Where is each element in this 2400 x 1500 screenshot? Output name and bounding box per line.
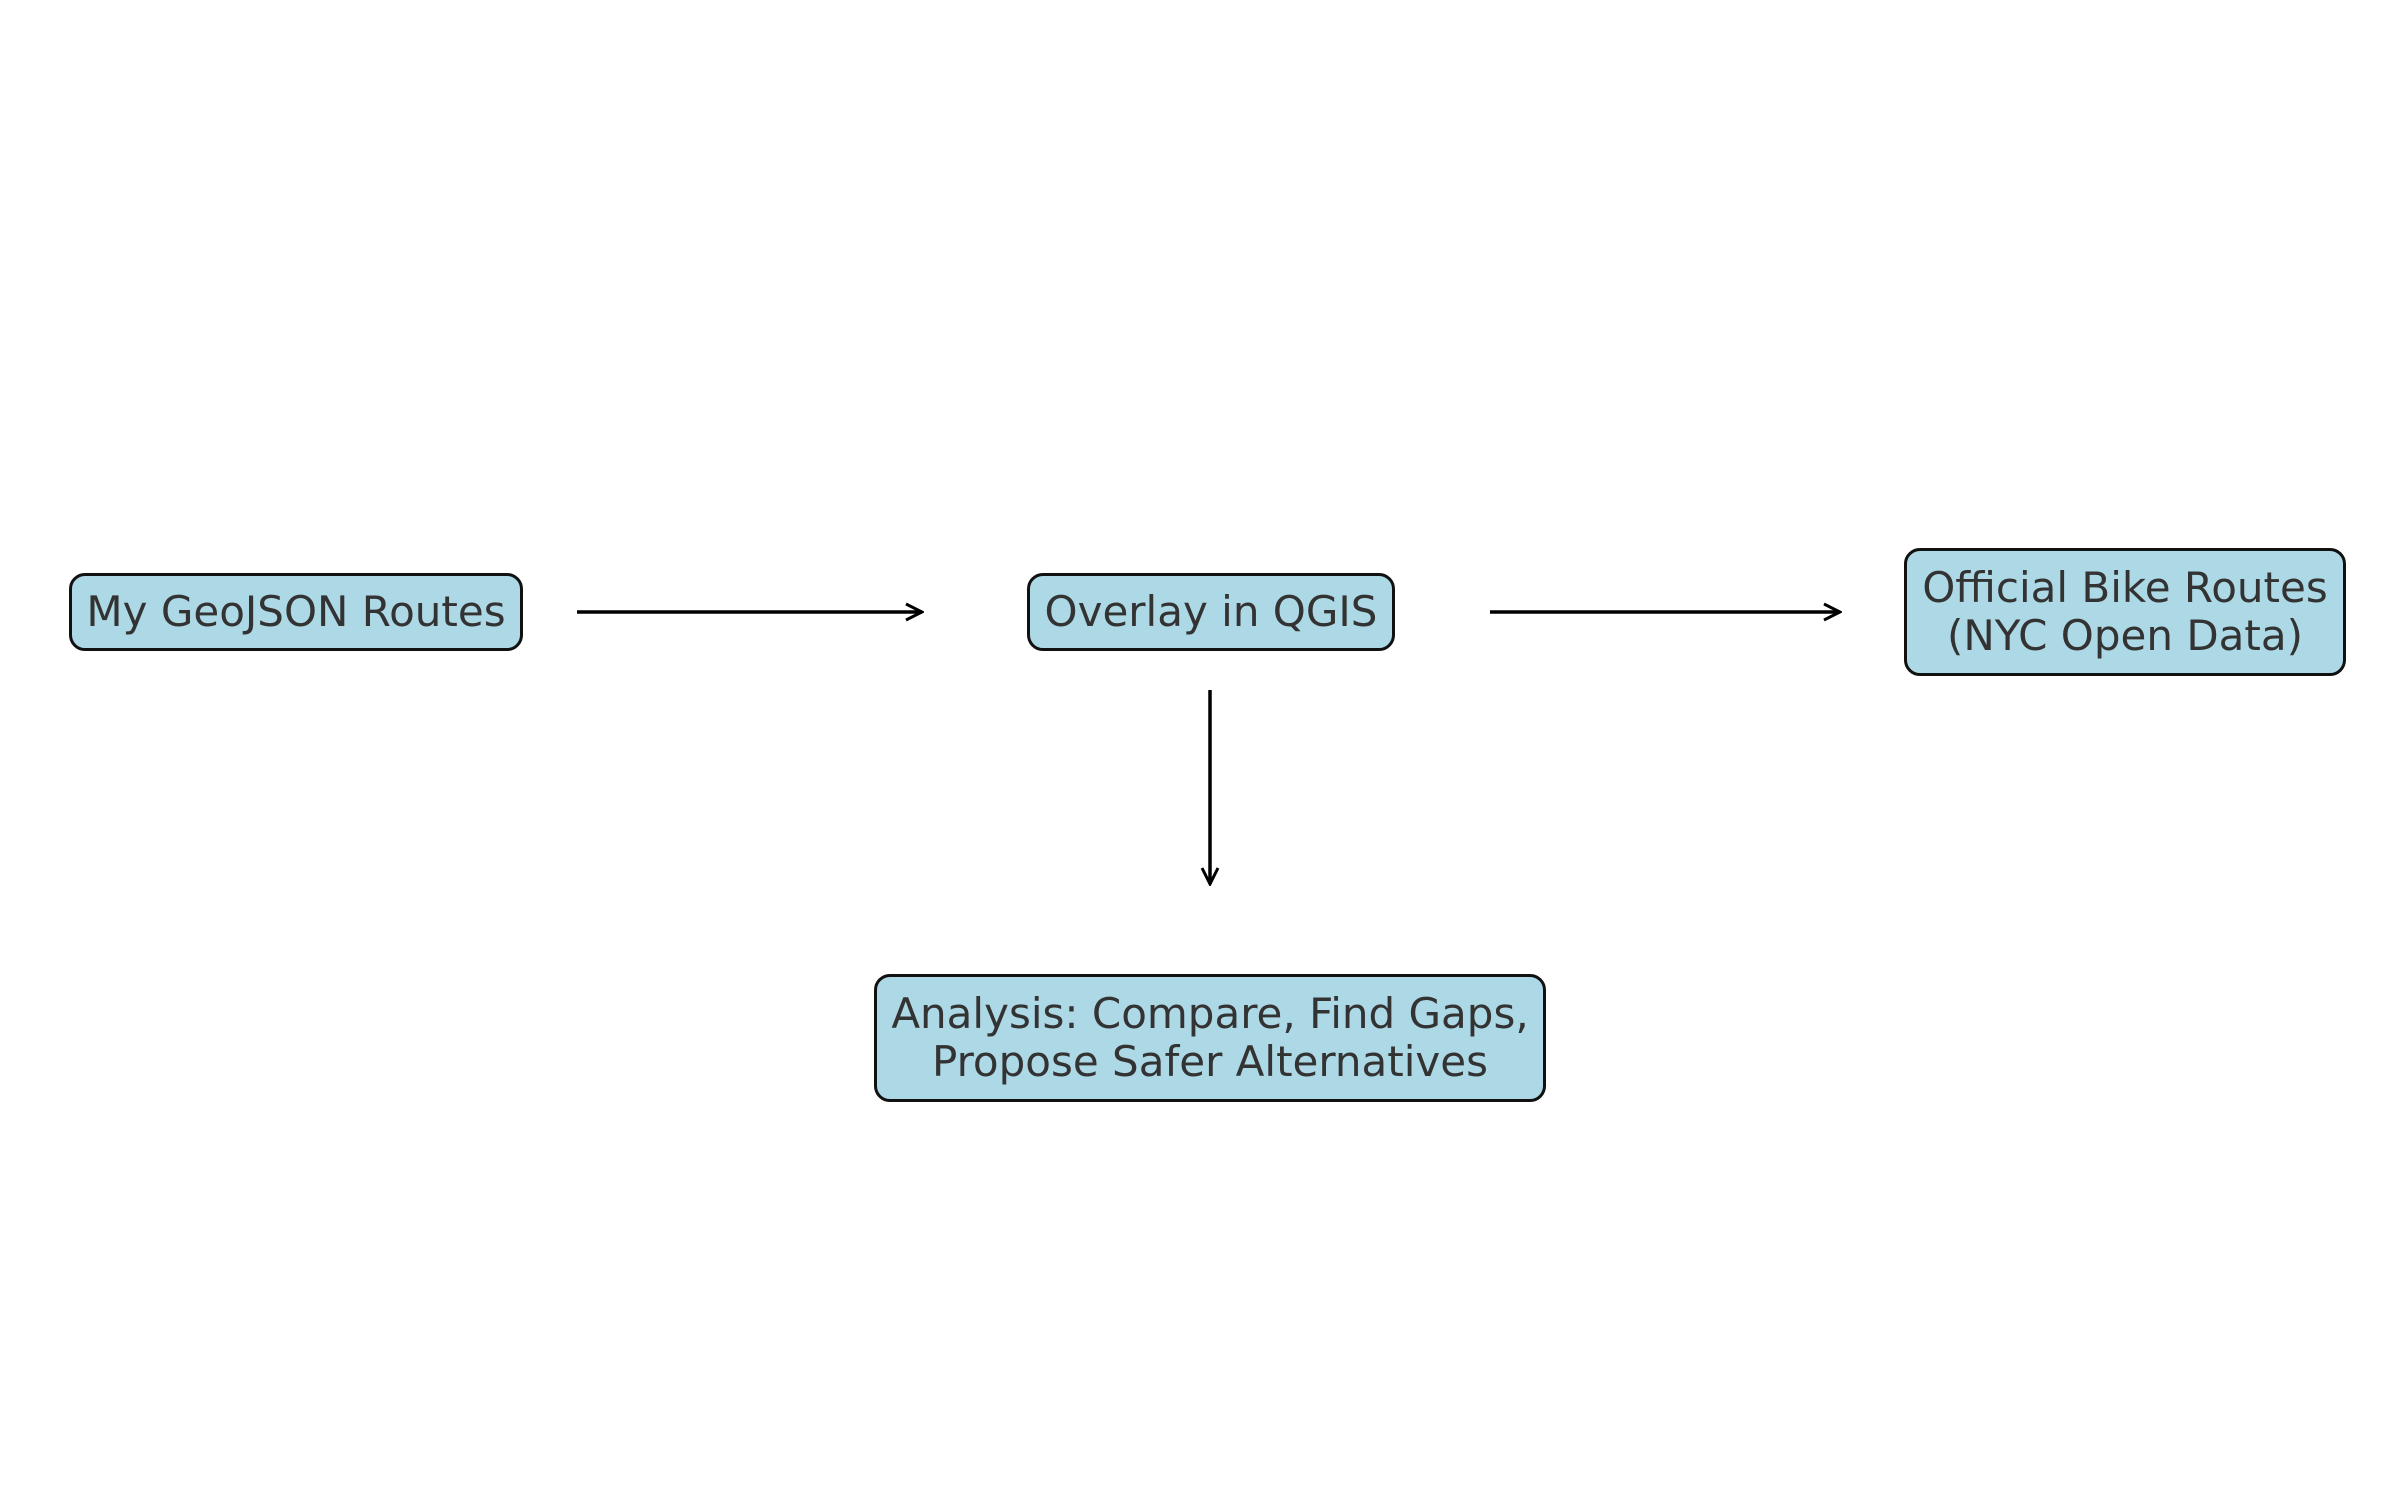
node-my-geojson-routes: My GeoJSON Routes — [69, 573, 523, 651]
node-label-line: Analysis: Compare, Find Gaps, — [891, 989, 1529, 1038]
node-label-line: Official Bike Routes — [1922, 563, 2328, 612]
node-label-line: Overlay in QGIS — [1044, 587, 1378, 636]
node-label-line: Propose Safer Alternatives — [931, 1037, 1488, 1086]
node-label-line: (NYC Open Data) — [1946, 611, 2304, 660]
node-label-line: My GeoJSON Routes — [86, 587, 506, 636]
node-analysis: Analysis: Compare, Find Gaps, Propose Sa… — [874, 974, 1546, 1102]
node-overlay-in-qgis: Overlay in QGIS — [1027, 573, 1395, 651]
node-official-bike-routes: Official Bike Routes (NYC Open Data) — [1904, 548, 2346, 676]
